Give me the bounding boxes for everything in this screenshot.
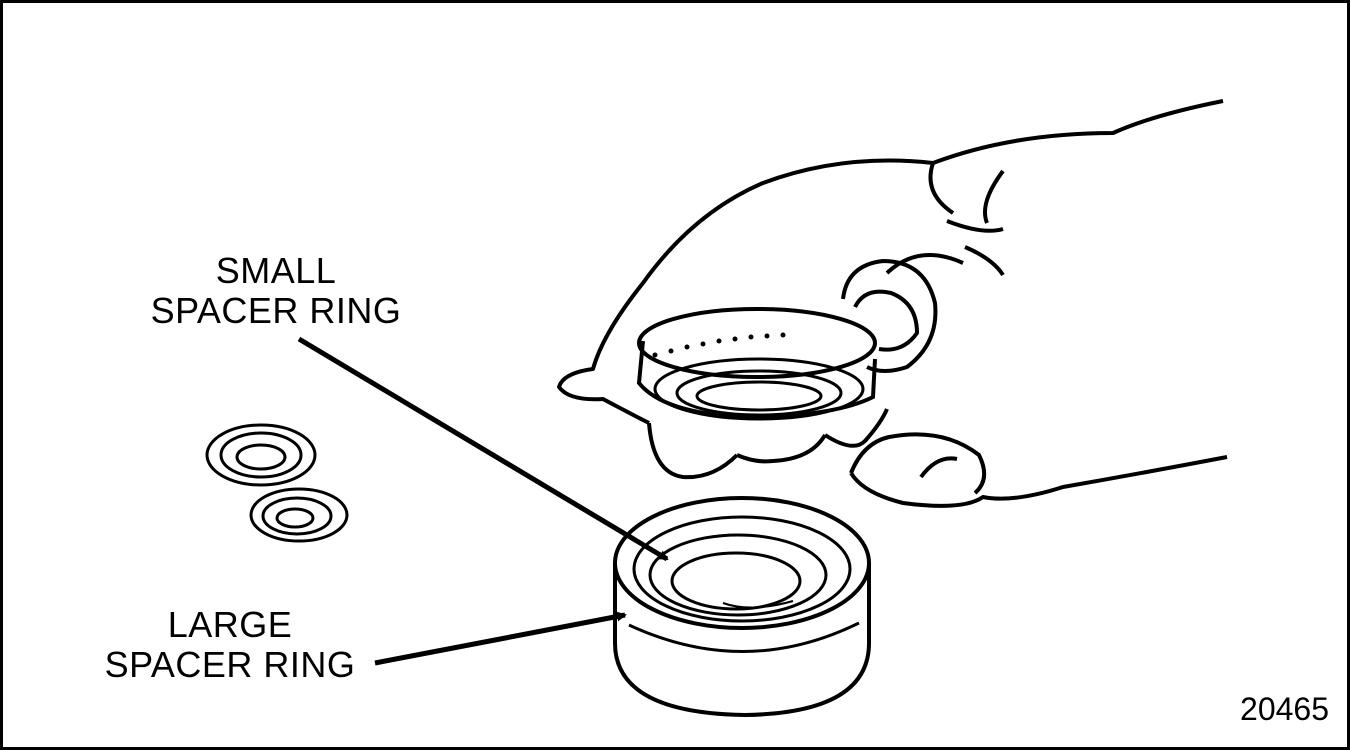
small-spacer-ring-label-line2: SPACER RING (150, 290, 402, 331)
small-spacer-ring-label: SMALL SPACER RING (131, 251, 421, 331)
large-spacer-ring-arrow (374, 611, 627, 666)
small-spacer-ring-arrow (297, 336, 669, 562)
large-spacer-ring-label: LARGE SPACER RING (85, 605, 375, 685)
hand (557, 99, 1228, 508)
large-spacer-ring-label-line1: LARGE (167, 604, 293, 645)
large-spacer-ring-label-line2: SPACER RING (104, 644, 356, 685)
spacer-ring-illustration (205, 99, 1228, 718)
loose-ring-top (205, 423, 317, 487)
held-ring (636, 307, 877, 421)
bearing-cup (613, 496, 871, 718)
loose-ring-bottom (249, 487, 349, 543)
figure-number: 20465 (1240, 691, 1329, 727)
small-spacer-ring-label-line1: SMALL (215, 250, 337, 291)
